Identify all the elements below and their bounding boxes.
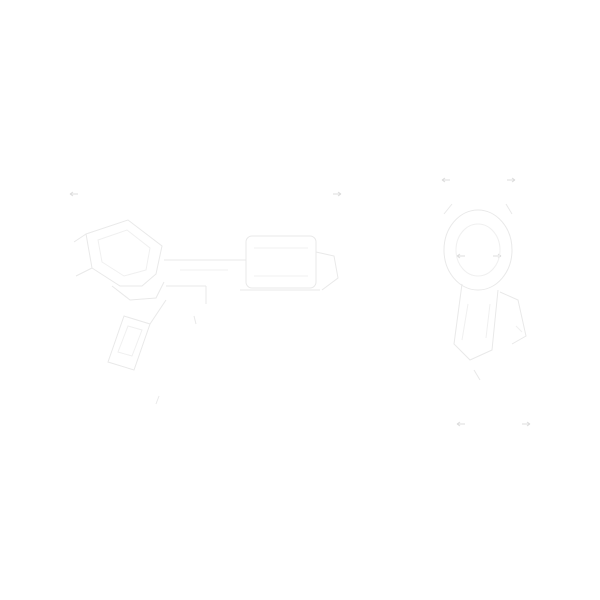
round-head-outline bbox=[443, 209, 513, 291]
barrel-body bbox=[245, 235, 317, 289]
marker-icon bbox=[456, 421, 465, 427]
left-barrel-part bbox=[240, 235, 339, 291]
lower-link-line bbox=[149, 299, 167, 325]
right-view-marker-bottom-left bbox=[456, 421, 465, 427]
left-view-marker-top-left bbox=[69, 191, 78, 197]
head-neck-shape bbox=[111, 281, 165, 301]
round-head-ears bbox=[443, 203, 513, 215]
left-connector-part bbox=[164, 259, 246, 304]
small-tick bbox=[193, 315, 197, 325]
barrel-nozzle bbox=[315, 251, 339, 291]
right-assembly-view bbox=[441, 177, 531, 427]
side-mark bbox=[515, 325, 523, 333]
marker-icon bbox=[522, 421, 531, 427]
lower-block bbox=[107, 315, 151, 371]
head-shape bbox=[85, 219, 163, 287]
lower-block-inner bbox=[117, 325, 143, 357]
marker-icon bbox=[69, 191, 78, 197]
right-body-part bbox=[453, 283, 527, 381]
round-head-inner bbox=[455, 223, 501, 277]
right-view-marker-top-right bbox=[507, 177, 516, 183]
marker-icon bbox=[441, 177, 450, 183]
right-view-marker-bottom-right bbox=[522, 421, 531, 427]
left-assembly-view bbox=[69, 191, 342, 405]
marker-icon bbox=[507, 177, 516, 183]
marker-icon bbox=[333, 191, 342, 197]
body-inner-lines bbox=[461, 303, 491, 341]
head-inner-shape bbox=[97, 229, 151, 277]
lower-tick bbox=[155, 395, 160, 405]
right-view-marker-middle-left bbox=[456, 253, 465, 259]
head-edge-lines bbox=[73, 233, 93, 277]
right-round-head bbox=[443, 203, 513, 291]
left-lower-part bbox=[107, 299, 197, 405]
body-outline bbox=[453, 283, 499, 361]
left-head-part bbox=[73, 219, 165, 301]
lower-mark bbox=[473, 369, 481, 381]
right-view-marker-top-left bbox=[441, 177, 450, 183]
connector-lines bbox=[164, 259, 246, 304]
marker-icon bbox=[456, 253, 465, 259]
barrel-grooves bbox=[254, 247, 308, 277]
side-plate bbox=[499, 291, 527, 345]
left-view-marker-top-right bbox=[333, 191, 342, 197]
